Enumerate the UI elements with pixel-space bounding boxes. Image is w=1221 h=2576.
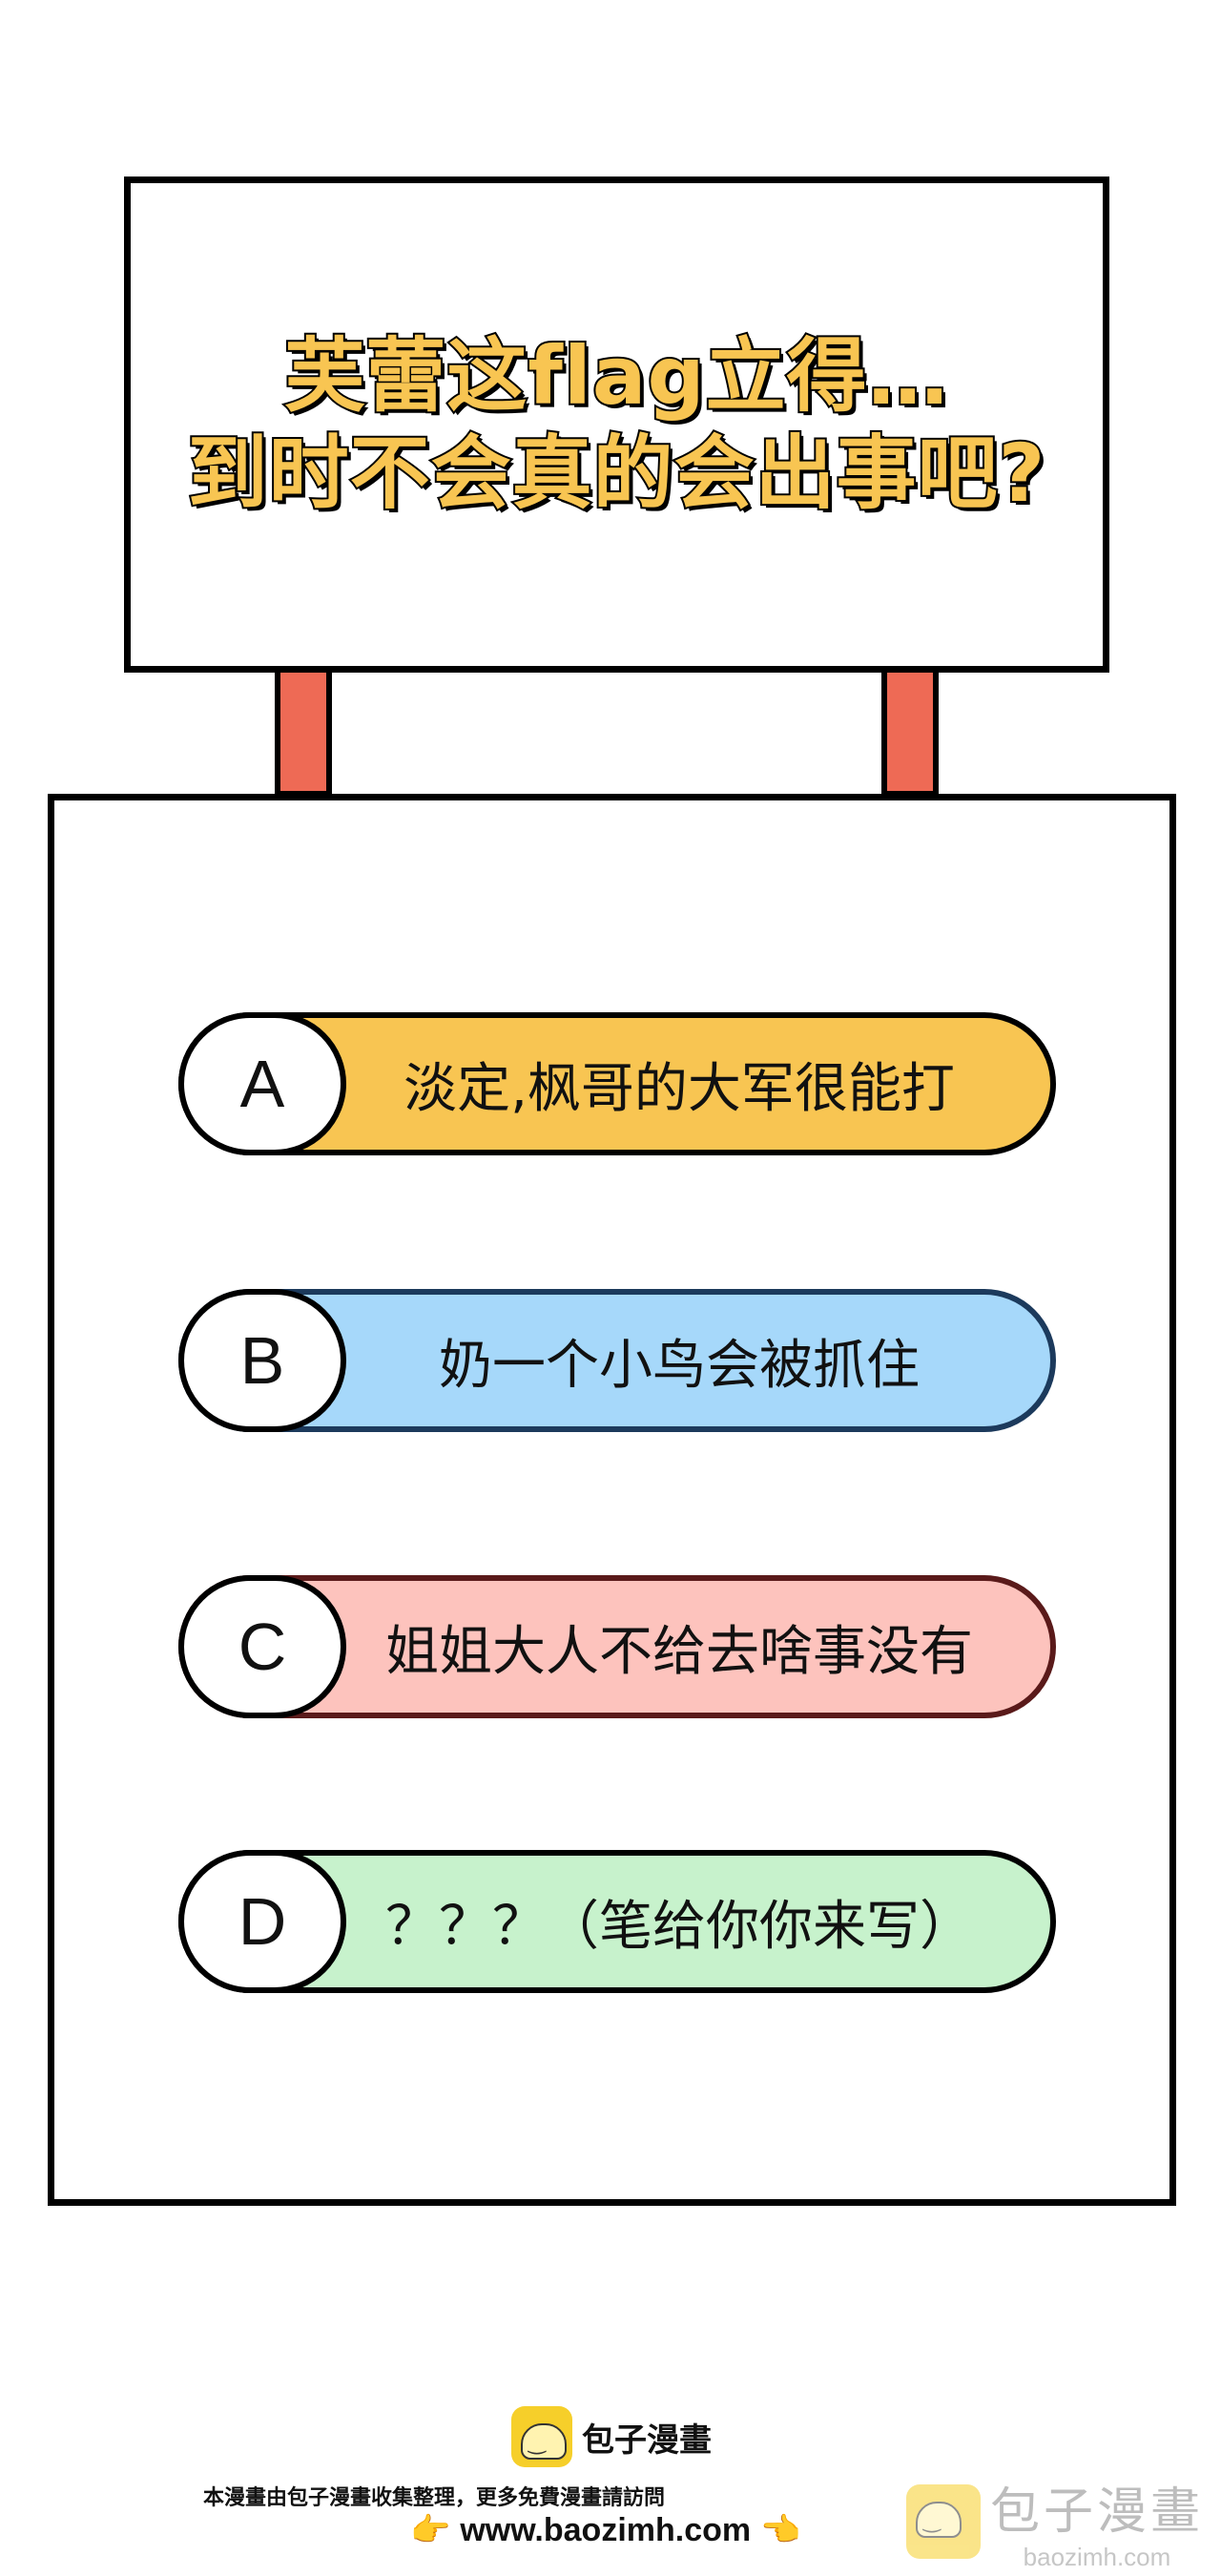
watermark-sub: baozimh.com xyxy=(1023,2543,1171,2571)
option-a-letter: A xyxy=(178,1012,346,1155)
sign-title-line-2: 到时不会真的会出事吧? xyxy=(186,425,1047,522)
option-d-letter: D xyxy=(178,1850,346,1993)
sign-title-line-1: 芙蕾这flag立得… xyxy=(282,327,949,425)
footer-note: 本漫畫由包子漫畫收集整理，更多免費漫畫請訪問 xyxy=(202,2486,665,2510)
sign-post-right xyxy=(881,673,939,797)
pointing-hand-right-icon: 👉 xyxy=(410,2512,451,2548)
footer-brand: 包子漫畫 xyxy=(582,2420,712,2460)
watermark: 包子漫畫 baozimh.com xyxy=(905,2471,1204,2572)
quiz-panel: A 淡定,枫哥的大军很能打 B 奶一个小鸟会被抓住 C 姐姐大人不给去啥事没有 … xyxy=(48,794,1176,2206)
option-a-button[interactable]: A 淡定,枫哥的大军很能打 xyxy=(178,1012,1056,1155)
option-c-button[interactable]: C 姐姐大人不给去啥事没有 xyxy=(178,1575,1056,1718)
footer-url-text: www.baozimh.com xyxy=(460,2511,752,2548)
option-c-text: 姐姐大人不给去啥事没有 xyxy=(385,1620,973,1683)
footer-url-link[interactable]: 👉 www.baozimh.com 👈 xyxy=(410,2511,800,2549)
sign-board: 芙蕾这flag立得… 到时不会真的会出事吧? xyxy=(124,177,1109,673)
option-b-letter: B xyxy=(178,1289,346,1432)
option-d-button[interactable]: D ？？？（笔给你你来写） xyxy=(178,1850,1056,1993)
option-a-text: 淡定,枫哥的大军很能打 xyxy=(404,1057,955,1120)
option-b-text: 奶一个小鸟会被抓住 xyxy=(439,1334,920,1397)
bun-logo-icon xyxy=(511,2406,572,2467)
footer-logo[interactable]: 包子漫畫 xyxy=(511,2406,712,2467)
watermark-title: 包子漫畫 xyxy=(989,2483,1204,2541)
watermark-bun-icon xyxy=(905,2484,981,2559)
option-c-letter: C xyxy=(178,1575,346,1718)
pointing-hand-left-icon: 👈 xyxy=(760,2512,801,2548)
sign-post-left xyxy=(275,673,332,797)
option-b-button[interactable]: B 奶一个小鸟会被抓住 xyxy=(178,1289,1056,1432)
option-d-text: ？？？（笔给你你来写） xyxy=(385,1895,973,1958)
